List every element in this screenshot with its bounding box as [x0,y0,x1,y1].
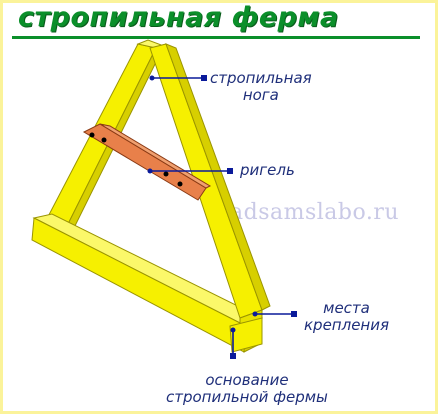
rafter-leg-label: стропильная нога [210,70,312,104]
diagram-title: стропильная ферма [18,2,339,33]
base-label: основание стропильной фермы [166,372,328,406]
base-label-line2: стропильной фермы [166,388,328,406]
pointer-lines [147,75,297,359]
joints-label: места крепления [304,300,389,334]
watermark: adsamslabo.ru [230,200,400,225]
crossbar-label: ригель [240,162,295,179]
base-end-block [229,317,263,353]
rafter-leg-label-line1: стропильная [210,69,312,87]
joints-label-line1: места [323,299,370,317]
crossbar-label-text: ригель [240,161,295,179]
bolt-markers [89,132,183,187]
base-label-line1: основание [205,371,289,389]
title-underline [12,36,420,39]
rafter-leg-label-line2: нога [242,86,279,104]
crossbar-beam [82,123,212,201]
joints-label-line2: крепления [304,316,390,334]
